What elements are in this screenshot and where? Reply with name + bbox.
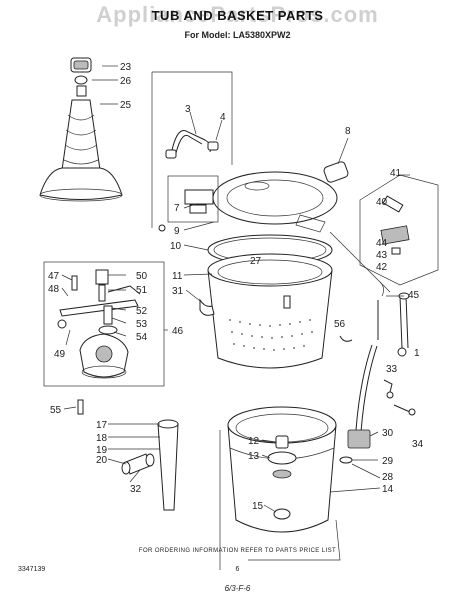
revision-date: 6/3-F-6 xyxy=(224,584,251,593)
agitator-assembly xyxy=(39,57,123,202)
callout-9: 9 xyxy=(174,226,180,237)
bracket-box xyxy=(158,175,219,232)
callout-51: 51 xyxy=(136,285,148,296)
callout-30: 30 xyxy=(382,428,394,439)
callout-43: 43 xyxy=(376,250,388,261)
callout-46: 46 xyxy=(172,326,184,337)
alignment-lines xyxy=(151,71,391,570)
callout-13: 13 xyxy=(248,451,260,462)
callout-20: 20 xyxy=(96,455,108,466)
callout-26: 26 xyxy=(120,76,132,87)
watermark: AppliancePartsPros.com xyxy=(96,2,379,27)
leader-lines xyxy=(61,65,410,513)
drain-hose-and-pump xyxy=(347,344,416,449)
callout-19: 19 xyxy=(96,445,108,456)
callout-48: 48 xyxy=(48,284,60,295)
callout-7: 7 xyxy=(174,203,180,214)
page-number: 6 xyxy=(235,566,240,573)
callout-18: 18 xyxy=(96,433,108,444)
callout-28: 28 xyxy=(382,472,394,483)
callout-32: 32 xyxy=(130,484,142,495)
callout-50: 50 xyxy=(136,271,148,282)
callout-17: 17 xyxy=(96,420,108,431)
callout-31: 31 xyxy=(172,286,184,297)
callout-53: 53 xyxy=(136,319,148,330)
hose-and-clip xyxy=(165,130,219,159)
callout-40: 40 xyxy=(376,197,388,208)
callout-10: 10 xyxy=(170,241,182,252)
callout-44: 44 xyxy=(376,238,388,249)
callout-14: 14 xyxy=(382,484,394,495)
transmission-assembly xyxy=(43,261,165,415)
callout-55: 55 xyxy=(50,405,62,416)
callout-8: 8 xyxy=(345,126,351,137)
callout-41: 41 xyxy=(390,168,402,179)
callout-47: 47 xyxy=(48,271,60,282)
callout-12: 12 xyxy=(248,436,260,447)
bracket-group-41 xyxy=(359,174,439,286)
document-number: 3347139 xyxy=(18,566,46,573)
callout-3: 3 xyxy=(185,104,191,115)
callout-15: 15 xyxy=(252,501,264,512)
callout-11: 11 xyxy=(172,271,183,282)
callout-33: 33 xyxy=(386,364,398,375)
callout-56: 56 xyxy=(334,319,346,330)
callout-52: 52 xyxy=(136,306,148,317)
callout-45: 45 xyxy=(408,290,420,301)
part-8 xyxy=(323,161,349,183)
callout-labels: 23 26 25 3 4 8 41 40 44 43 42 7 9 10 27 … xyxy=(48,62,424,512)
callout-1: 1 xyxy=(414,348,420,359)
basket-assembly xyxy=(199,234,333,369)
drain-pipe-assembly xyxy=(121,419,179,511)
ordering-note: FOR ORDERING INFORMATION REFER TO PARTS … xyxy=(138,548,337,554)
diagram-title: TUB AND BASKET PARTS xyxy=(151,8,324,23)
callout-49: 49 xyxy=(54,349,66,360)
callout-34: 34 xyxy=(412,439,424,450)
callout-29: 29 xyxy=(382,456,394,467)
model-subtitle: For Model: LA5380XPW2 xyxy=(184,30,291,40)
callout-42: 42 xyxy=(376,262,388,273)
callout-27: 27 xyxy=(250,256,262,267)
outer-tub xyxy=(227,406,353,533)
hose-group-right xyxy=(339,281,410,357)
callout-23: 23 xyxy=(120,62,132,73)
callout-4: 4 xyxy=(220,112,226,123)
callout-54: 54 xyxy=(136,332,148,343)
tub-ring xyxy=(212,171,338,233)
callout-25: 25 xyxy=(120,100,132,111)
